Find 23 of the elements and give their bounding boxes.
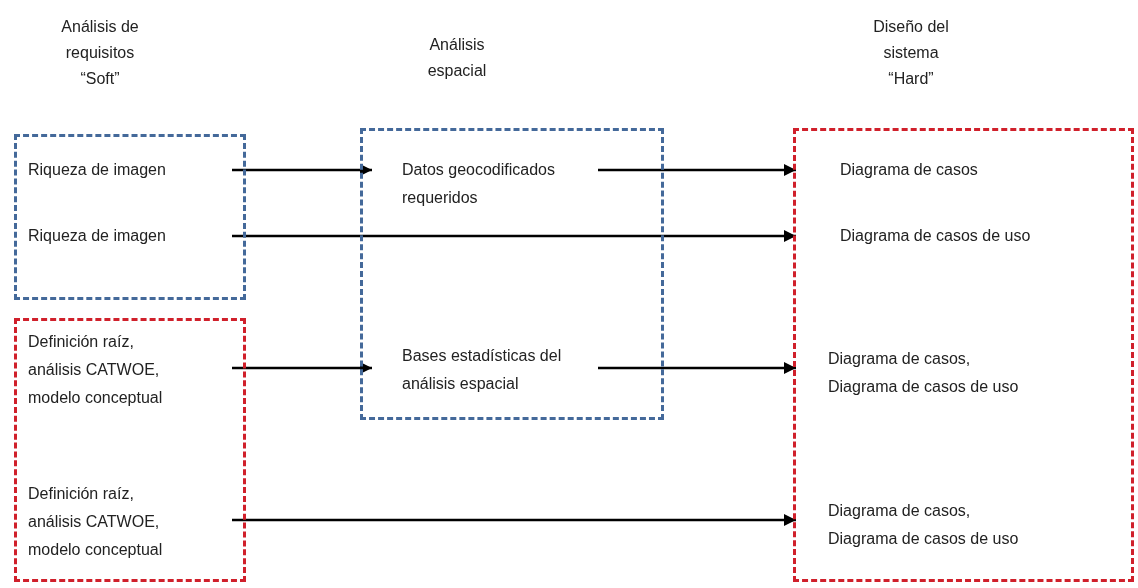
step-text: Diagrama de casos: [796, 157, 1130, 183]
step-text: Riqueza de imagen: [22, 223, 232, 249]
arrow: [232, 163, 372, 177]
arrow: [232, 361, 372, 375]
dashed-group-box: [14, 134, 246, 300]
step-text: Diagrama de casos de uso: [796, 223, 1130, 249]
arrow: [232, 229, 796, 243]
arrow: [232, 513, 796, 527]
column-heading: Análisis espacial: [426, 35, 488, 81]
step-text: Diagrama de casos, Diagrama de casos de uso: [796, 495, 1130, 555]
step-text: Definición raíz, análisis CATWOE, modelo conceptual: [22, 328, 232, 412]
step-text: Definición raíz, análisis CATWOE, modelo conceptual: [22, 477, 232, 567]
dashed-group-box: [360, 128, 664, 420]
step-text: Bases estadísticas del análisis espacial: [372, 340, 598, 400]
arrow: [598, 163, 796, 177]
step-text: Diagrama de casos, Diagrama de casos de uso: [796, 343, 1130, 403]
step-text: Datos geocodificados requeridos: [372, 154, 598, 214]
column-heading: Diseño del sistema “Hard”: [872, 17, 950, 89]
column-heading: Análisis de requisitos “Soft”: [60, 17, 140, 89]
dashed-group-box: [793, 128, 1134, 582]
arrow: [598, 361, 796, 375]
dashed-group-box: [14, 318, 246, 582]
step-text: Riqueza de imagen: [22, 157, 232, 183]
